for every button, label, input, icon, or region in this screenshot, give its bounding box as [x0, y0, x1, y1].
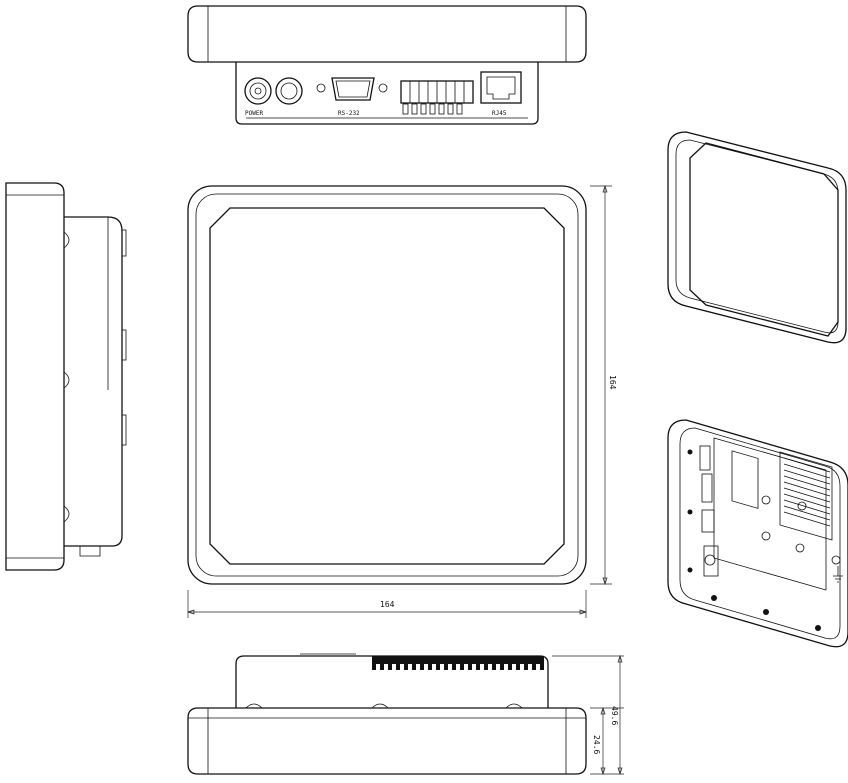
terminal-block	[400, 80, 474, 115]
power-label: POWER	[245, 110, 263, 117]
width-dimension	[186, 590, 588, 618]
base-depth-label: 24.6	[592, 735, 601, 754]
width-dim-label: 164	[380, 600, 395, 609]
power-connectors	[244, 77, 303, 105]
height-dim-label: 164	[608, 375, 617, 390]
height-dimension	[590, 184, 612, 586]
isometric-rear-view	[667, 419, 848, 648]
left-side-view	[5, 182, 127, 571]
total-depth-label: 49.6	[610, 706, 619, 725]
heatsink-fins	[372, 656, 544, 670]
rs232-port	[316, 77, 388, 101]
rs232-label: RS-232	[338, 110, 360, 117]
bottom-side-view: 49.6 24.6	[187, 653, 624, 776]
front-view: 164 164	[186, 184, 617, 618]
rj45-port	[480, 71, 522, 104]
depth-dimensions	[552, 654, 624, 776]
rj45-label: RJ45	[492, 110, 507, 117]
top-view: POWER RS-232	[187, 5, 587, 125]
heatsink	[779, 451, 833, 541]
isometric-front-view	[667, 131, 847, 344]
